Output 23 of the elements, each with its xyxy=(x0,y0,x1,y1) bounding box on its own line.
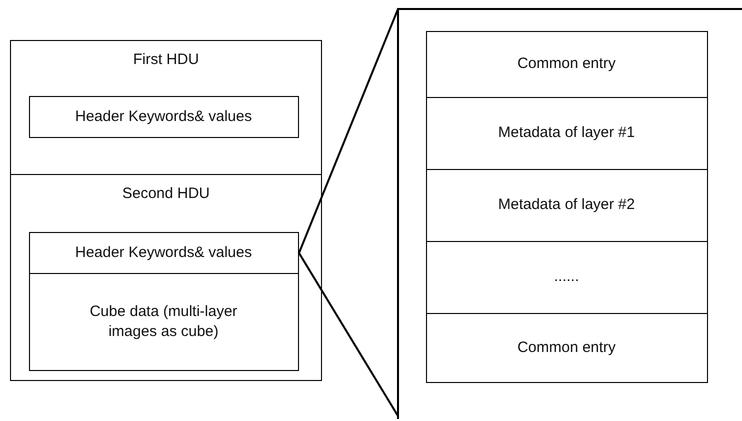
section-box xyxy=(10,40,322,175)
field-label: Header Keywords& values xyxy=(75,242,252,262)
expanded-panel xyxy=(397,8,742,419)
field-box xyxy=(426,168,708,242)
field-box xyxy=(28,96,298,138)
section-box xyxy=(10,174,322,381)
field-label: Header Keywords& values xyxy=(75,106,252,126)
field-box xyxy=(426,30,708,98)
zoom-line xyxy=(298,8,399,254)
field-box xyxy=(426,312,708,382)
field-label: Metadata of layer #2 xyxy=(498,195,635,215)
field-label: Common entry xyxy=(517,54,616,74)
field-box xyxy=(426,96,708,170)
field-label: Cube data (multi-layer images as cube) xyxy=(88,302,238,341)
section-heading: Second HDU xyxy=(121,185,211,202)
field-label: Metadata of layer #1 xyxy=(498,123,635,143)
field-box xyxy=(28,272,298,370)
field-box xyxy=(28,232,298,274)
field-label: ...... xyxy=(554,267,579,287)
field-label: Common entry xyxy=(517,338,616,358)
zoom-line xyxy=(298,252,399,417)
field-box xyxy=(426,240,708,314)
section-heading: First HDU xyxy=(132,51,200,68)
